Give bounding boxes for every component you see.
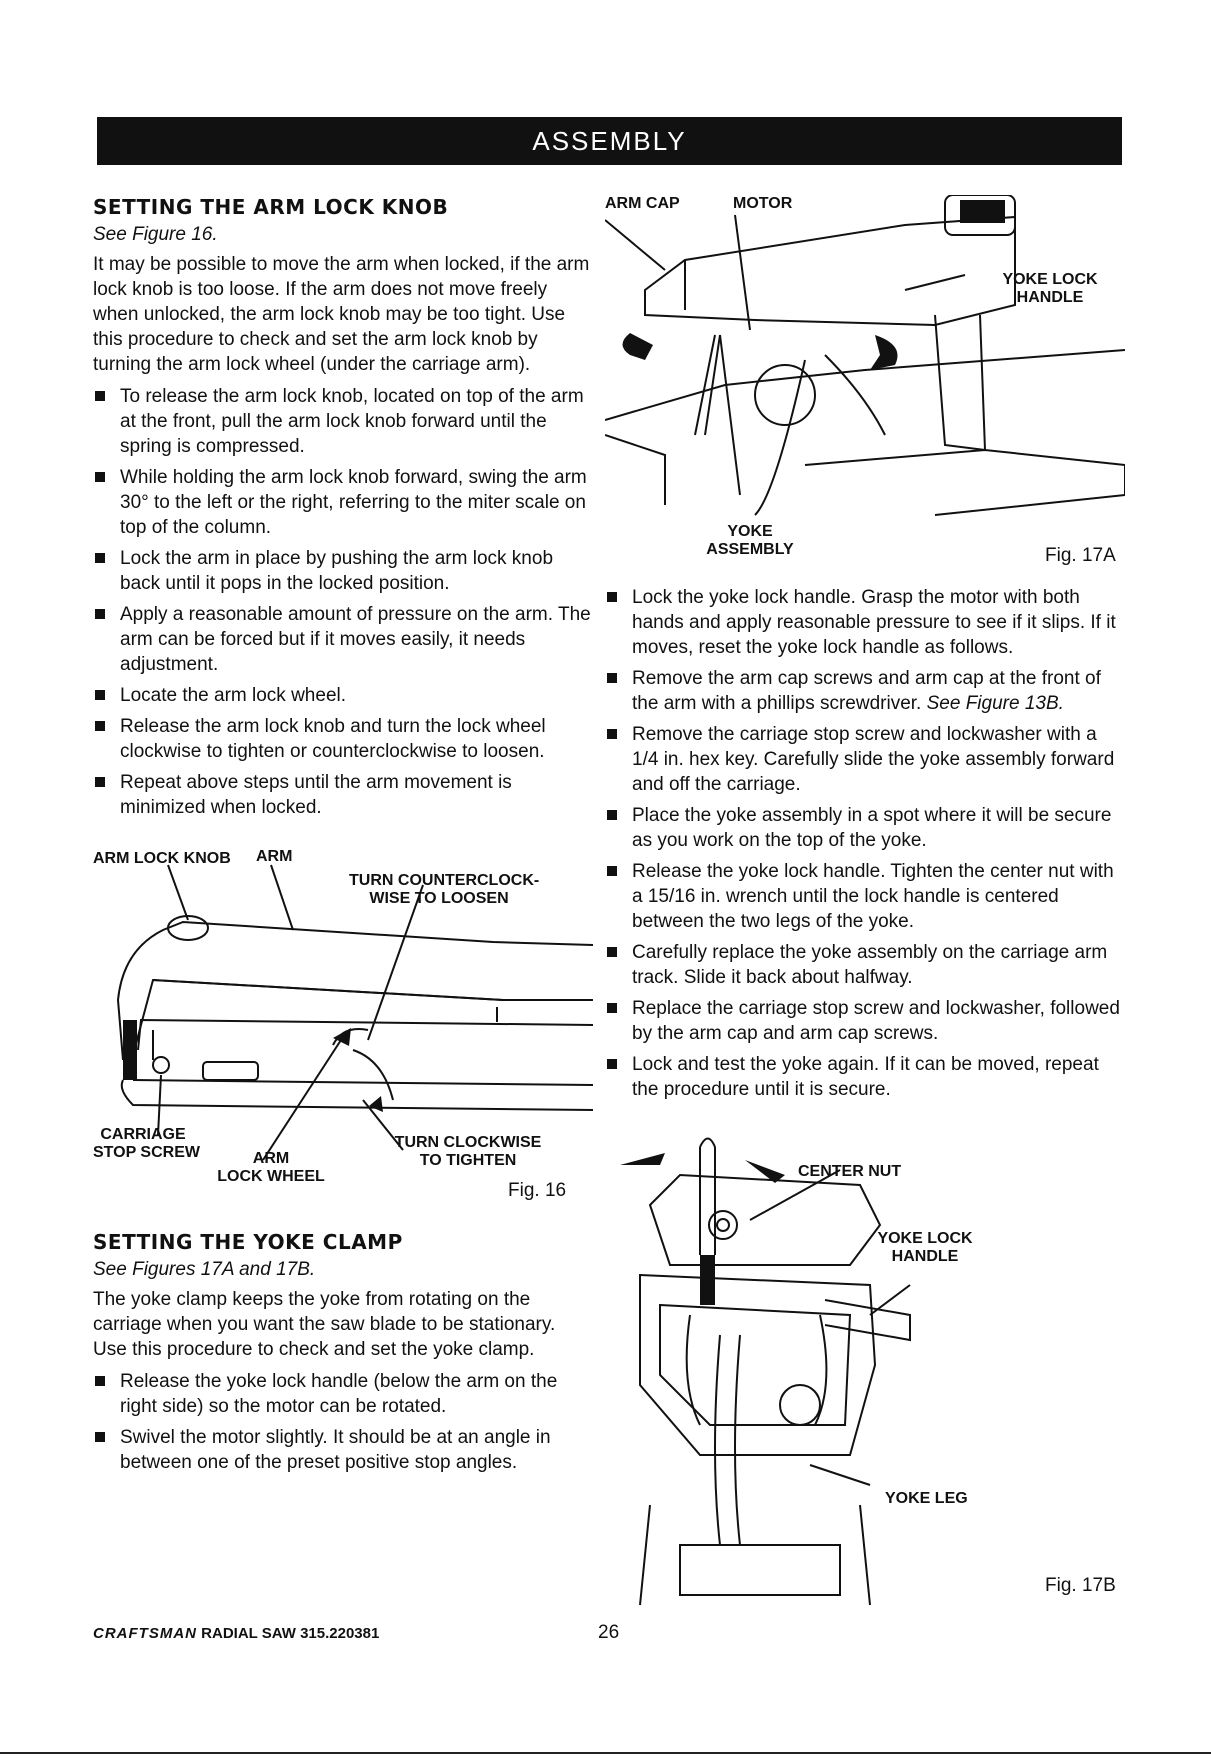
label-arm: ARM xyxy=(256,848,293,865)
list-item: Release the arm lock knob and turn the l… xyxy=(93,714,593,764)
fig17a-number: Fig. 17A xyxy=(1045,545,1116,566)
label-wheel-line2: LOCK WHEEL xyxy=(217,1168,325,1185)
footer-brand: CRAFTSMAN RADIAL SAW 315.220381 xyxy=(93,1625,379,1642)
heading-arm-lock-knob: SETTING THE ARM LOCK KNOB xyxy=(93,195,449,219)
list-item: Remove the carriage stop screw and lockw… xyxy=(605,722,1120,797)
label-center-nut: CENTER NUT xyxy=(798,1163,902,1180)
label-turn-cw: TURN CLOCKWISE TO TIGHTEN xyxy=(383,1134,553,1170)
label-yoke-assembly-line1: YOKE xyxy=(727,523,773,540)
label-yoke-lock-handle: YOKE LOCK HANDLE xyxy=(1000,271,1100,307)
see-figure-16: See Figure 16. xyxy=(93,224,218,245)
label-yoke-lock-17b-line1: YOKE LOCK xyxy=(877,1230,973,1247)
list-item: Release the yoke lock handle. Tighten th… xyxy=(605,859,1120,934)
label-turn-cw-line2: TO TIGHTEN xyxy=(419,1152,517,1169)
list-item: Repeat above steps until the arm movemen… xyxy=(93,770,593,820)
list-item: While holding the arm lock knob forward,… xyxy=(93,465,593,540)
bottom-rule xyxy=(0,1752,1211,1754)
fig17b-number: Fig. 17B xyxy=(1045,1575,1116,1596)
list-item: Lock the yoke lock handle. Grasp the mot… xyxy=(605,585,1120,660)
label-motor: MOTOR xyxy=(733,195,793,212)
label-carriage-line2: STOP SCREW xyxy=(93,1144,200,1161)
yoke-clamp-section: SETTING THE YOKE CLAMP See Figures 17A a… xyxy=(93,1230,593,1481)
label-yoke-leg: YOKE LEG xyxy=(885,1490,968,1507)
list-item: Carefully replace the yoke assembly on t… xyxy=(605,940,1120,990)
label-arm-cap: ARM CAP xyxy=(605,195,680,212)
label-wheel-line1: ARM xyxy=(252,1150,290,1167)
label-yoke-lock-line1: YOKE LOCK xyxy=(1002,271,1098,288)
list-item: Replace the carriage stop screw and lock… xyxy=(605,996,1120,1046)
list-item: Release the yoke lock handle (below the … xyxy=(93,1369,593,1419)
arm-lock-steps: To release the arm lock knob, located on… xyxy=(93,384,593,820)
step-text: Remove the arm cap screws and arm cap at… xyxy=(632,668,1101,714)
label-turn-ccw-line2: WISE TO LOOSEN xyxy=(369,890,509,907)
list-item: Place the yoke assembly in a spot where … xyxy=(605,803,1120,853)
list-item: Remove the arm cap screws and arm cap at… xyxy=(605,666,1120,716)
footer-model: RADIAL SAW 315.220381 xyxy=(201,1625,380,1642)
page-number: 26 xyxy=(598,1622,620,1643)
yoke-clamp-intro: The yoke clamp keeps the yoke from rotat… xyxy=(93,1289,556,1360)
yoke-motor-illustration xyxy=(605,195,1125,516)
figure-17a: ARM CAP MOTOR YOKE LOCK HANDLE YOKE ASSE… xyxy=(605,195,1125,575)
brand-logo: CRAFTSMAN xyxy=(93,1625,197,1642)
label-carriage-stop-screw: CARRIAGE STOP SCREW xyxy=(93,1126,200,1162)
list-item: Swivel the motor slightly. It should be … xyxy=(93,1425,593,1475)
arm-lock-illustration xyxy=(116,864,593,1161)
label-yoke-lock-17b-line2: HANDLE xyxy=(891,1248,959,1265)
figure-17b: CENTER NUT YOKE LOCK HANDLE YOKE LEG Fig… xyxy=(620,1125,1120,1615)
yoke-clamp-steps: Release the yoke lock handle (below the … xyxy=(93,1369,593,1475)
yoke-top-illustration xyxy=(620,1137,911,1606)
list-item: Locate the arm lock wheel. xyxy=(93,683,593,708)
label-yoke-assembly: YOKE ASSEMBLY xyxy=(695,523,805,559)
label-carriage-line1: CARRIAGE xyxy=(100,1126,186,1143)
label-arm-lock-wheel: ARM LOCK WHEEL xyxy=(201,1150,341,1186)
figure-16: ARM LOCK KNOB ARM TURN COUNTERCLOCK- WIS… xyxy=(93,848,593,1210)
label-yoke-lock-line2: HANDLE xyxy=(1016,289,1084,306)
label-yoke-lock-handle-17b: YOKE LOCK HANDLE xyxy=(870,1230,980,1266)
list-item: Lock the arm in place by pushing the arm… xyxy=(93,546,593,596)
list-item: To release the arm lock knob, located on… xyxy=(93,384,593,459)
label-turn-ccw-line1: TURN COUNTERCLOCK- xyxy=(349,872,540,889)
see-figures-17: See Figures 17A and 17B. xyxy=(93,1259,316,1280)
left-column: SETTING THE ARM LOCK KNOB See Figure 16.… xyxy=(93,195,593,826)
list-item: Lock and test the yoke again. If it can … xyxy=(605,1052,1120,1102)
label-turn-cw-line1: TURN CLOCKWISE xyxy=(394,1134,542,1151)
yoke-reset-steps: Lock the yoke lock handle. Grasp the mot… xyxy=(605,585,1120,1102)
step-figure-ref: See Figure 13B. xyxy=(926,693,1064,714)
right-column: Lock the yoke lock handle. Grasp the mot… xyxy=(605,585,1120,1108)
list-item: Apply a reasonable amount of pressure on… xyxy=(93,602,593,677)
arm-lock-intro: It may be possible to move the arm when … xyxy=(93,254,590,375)
label-turn-ccw: TURN COUNTERCLOCK- WISE TO LOOSEN xyxy=(349,872,540,908)
heading-yoke-clamp: SETTING THE YOKE CLAMP xyxy=(93,1230,403,1254)
section-banner: ASSEMBLY xyxy=(97,117,1122,165)
fig16-number: Fig. 16 xyxy=(508,1180,567,1201)
label-arm-lock-knob: ARM LOCK KNOB xyxy=(93,850,231,867)
label-yoke-assembly-line2: ASSEMBLY xyxy=(706,541,794,558)
